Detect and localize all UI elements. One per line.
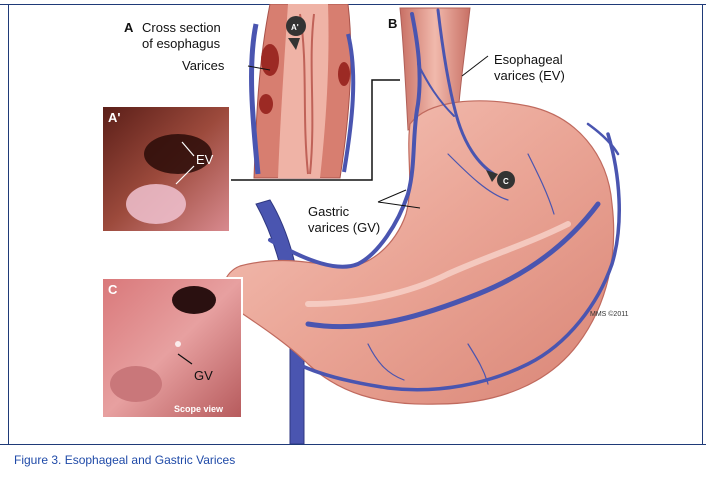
- highlight-c: [175, 341, 181, 347]
- marker-c-text: C: [503, 177, 509, 186]
- ev-label-2: varices (EV): [494, 68, 565, 83]
- cross-section-label-1: Cross section: [142, 20, 221, 35]
- signature-mark: MMS ©2011: [590, 310, 629, 318]
- cross-section-label-2: of esophagus: [142, 36, 221, 51]
- ev-label-1: Esophageal: [494, 52, 563, 67]
- ev-inset-label: EV: [196, 152, 214, 167]
- figure-caption: Figure 3. Esophageal and Gastric Varices: [14, 453, 235, 467]
- gv-label-1: Gastric: [308, 204, 350, 219]
- gv-inset-label: GV: [194, 368, 213, 383]
- varices-illustration: A Cross section of esophagus Varices B E…: [8, 4, 702, 444]
- lumen-c: [172, 286, 216, 314]
- right-rule: [702, 4, 703, 444]
- gv-label-2: varices (GV): [308, 220, 380, 235]
- marker-a-prime-text: A': [291, 23, 299, 32]
- varices-label: Varices: [182, 58, 225, 73]
- varix-a: [126, 184, 186, 224]
- panel-label-a-prime: A': [108, 110, 120, 125]
- panel-label-b: B: [388, 16, 397, 31]
- fold-c: [110, 366, 162, 402]
- scope-view-label: Scope view: [174, 404, 224, 414]
- panel-label-a: A: [124, 20, 134, 35]
- panel-label-c: C: [108, 282, 118, 297]
- bottom-rule: [0, 444, 706, 445]
